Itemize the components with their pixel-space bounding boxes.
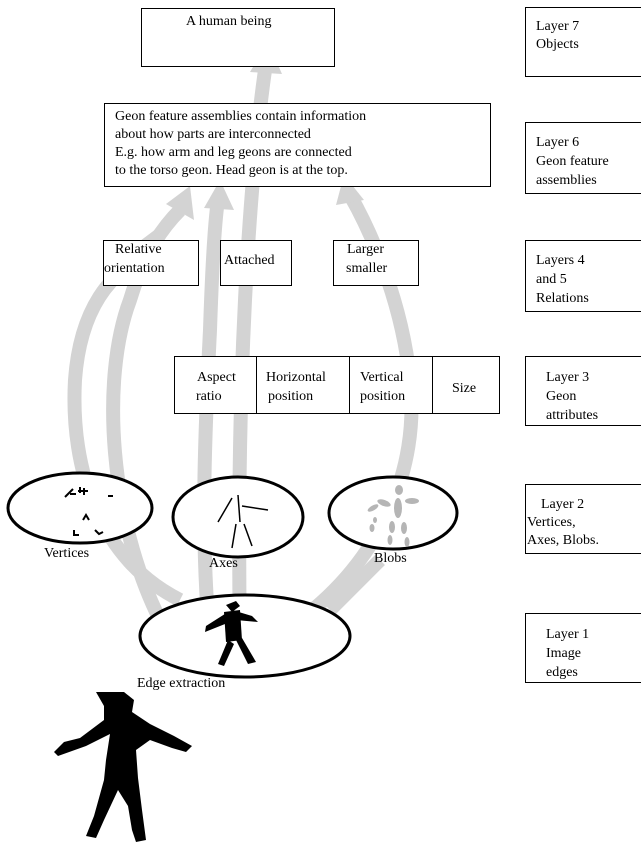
axes-stick-figure [217,494,269,549]
attribute-divider-1 [256,356,257,414]
layer-4-5-line-1: Layers 4 [536,253,585,268]
layer-4-5-line-3: Relations [536,291,589,306]
relation-box-larger [333,240,419,286]
layer-3-line-1: Layer 3 [546,370,590,385]
axes-ellipse [171,475,305,559]
layer-6-box [525,122,641,194]
geon-assembly-line-3: E.g. how arm and leg geons are connected [115,145,352,160]
geon-assembly-line-2: about how parts are interconnected [115,127,311,142]
axes-label: Axes [209,556,238,571]
layer-6-line-3: assemblies [536,173,597,188]
relation-orientation-line-1: Relative [115,242,162,257]
geon-assembly-line-4: to the torso geon. Head geon is at the t… [115,163,348,178]
relation-box-orientation [103,240,199,286]
layer-3-line-2: Geon [546,389,577,404]
blobs-label: Blobs [374,551,407,566]
attribute-size-label: Size [452,381,477,396]
layer-2-line-2: Vertices, [527,515,576,530]
arrow-vertices-to-assembly [106,205,185,624]
attributes-row [174,356,500,414]
layer-6-line-1: Layer 6 [536,135,580,150]
large-human-figure [54,692,192,842]
layer-7-line-1: Layer 7 [536,19,580,34]
vertices-glyphs [64,487,113,536]
attribute-aspect-line-2: ratio [196,389,222,404]
attribute-aspect-line-1: Aspect [197,370,236,385]
relation-orientation-line-2: orientation [104,261,165,276]
arrow-axes-to-attached [197,198,225,641]
vertices-label: Vertices [44,546,90,561]
relation-larger-line-2: smaller [346,261,388,276]
layer-3-line-3: attributes [546,408,599,423]
layer-4-5-line-2: and 5 [536,272,567,287]
vertices-ellipse [6,471,154,545]
blobs-figure [367,485,419,547]
arrowhead-assembly-left [166,186,194,220]
attribute-divider-3 [432,356,433,414]
blobs-ellipse [327,475,459,551]
arrowhead-attached [204,180,234,210]
attribute-divider-2 [349,356,350,414]
layer-2-line-1: Layer 2 [541,497,585,512]
attribute-vertical-line-2: position [360,389,406,404]
attribute-horizontal-line-2: position [268,389,314,404]
layer-7-box [525,7,641,77]
layer-3-box [525,356,641,426]
geon-assembly-box [104,103,491,187]
layer-7-line-2: Objects [536,37,579,52]
edge-ellipse [138,593,352,679]
relation-larger-line-1: Larger [347,242,385,257]
geon-assembly-line-1: Geon feature assemblies contain informat… [115,109,367,124]
layer-1-box [525,613,641,683]
layer-2-box [525,484,641,554]
edge-extraction-label: Edge extraction [137,676,226,691]
attribute-vertical-line-1: Vertical [360,370,404,385]
layer-6-line-2: Geon feature [536,154,609,169]
arrow-edge-to-blobs [325,555,385,615]
relation-attached-label: Attached [224,253,275,268]
edge-figure-small [205,601,258,666]
layer-1-line-1: Layer 1 [546,627,590,642]
layer-1-line-3: edges [546,665,578,680]
layer-2-line-3: Axes, Blobs. [527,533,599,548]
layer-1-line-2: Image [546,646,581,661]
human-being-box [141,8,335,67]
attribute-horizontal-line-1: Horizontal [266,370,326,385]
layer-4-5-box [525,240,641,312]
relation-box-attached [220,240,292,286]
human-being-text: A human being [186,14,272,29]
